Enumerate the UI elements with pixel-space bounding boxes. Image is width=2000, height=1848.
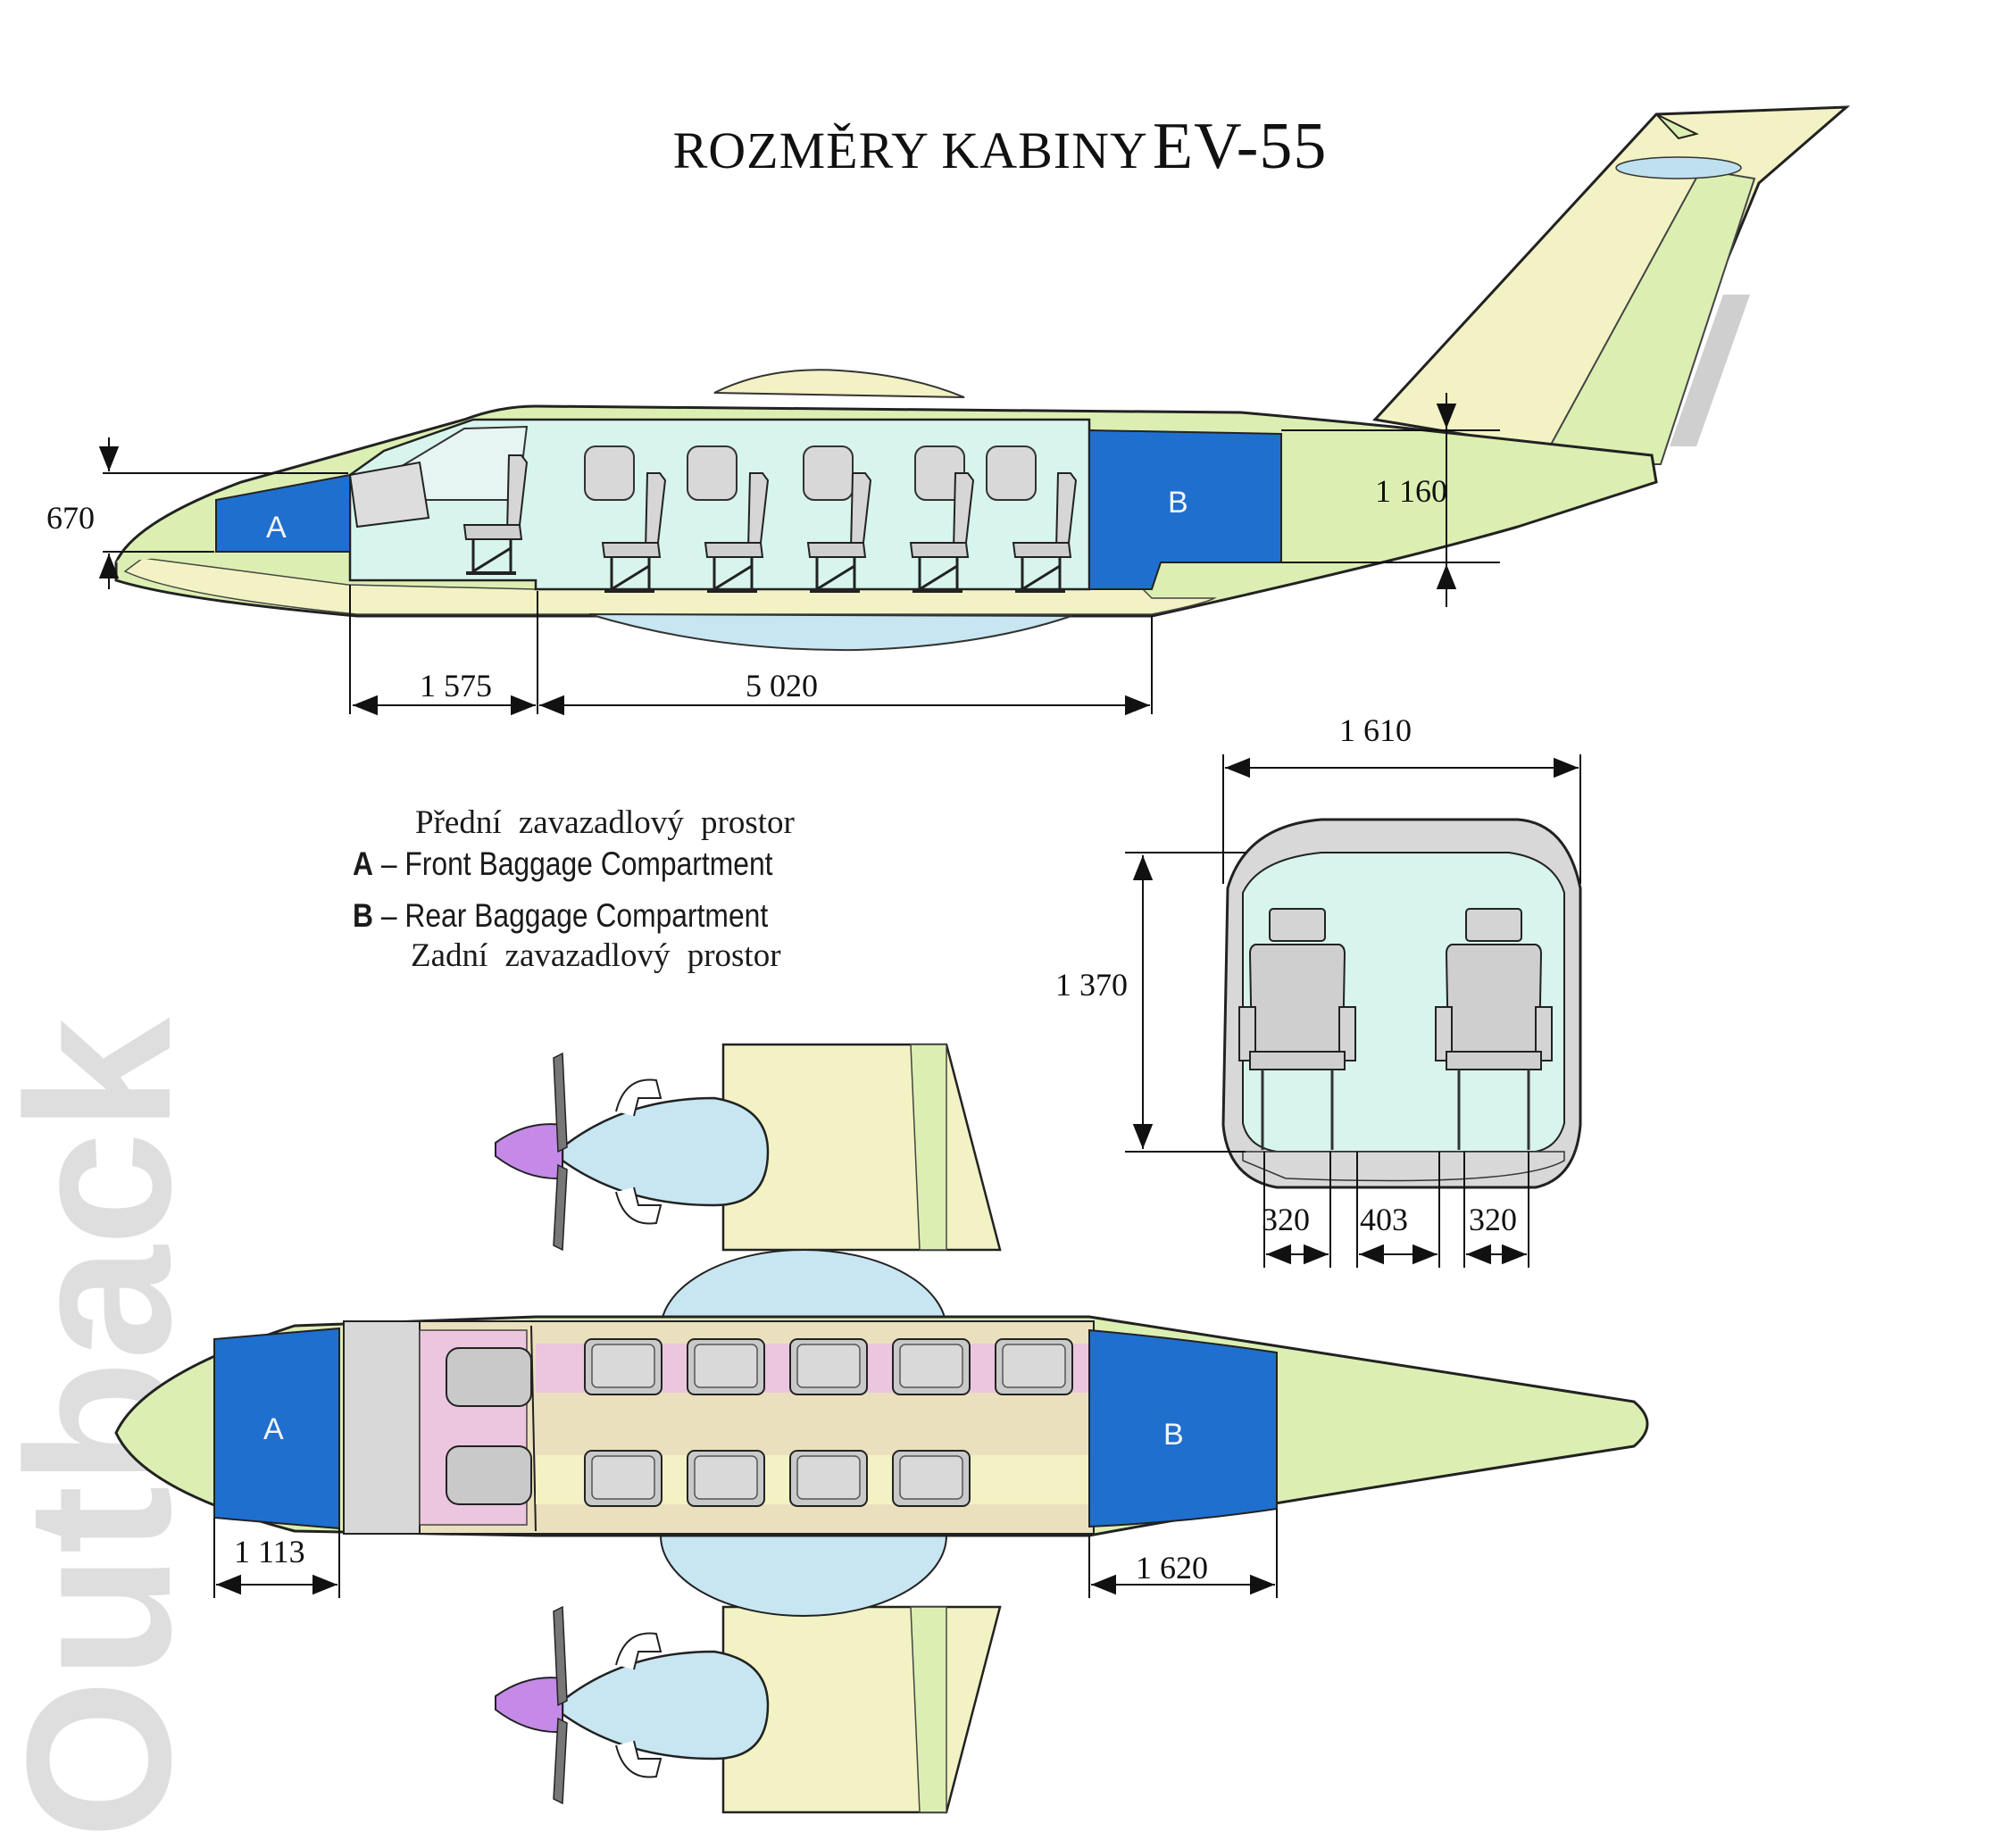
dim-seat-left: 320 <box>1262 1202 1310 1237</box>
legend-rear-en: B – Rear Baggage Compartment <box>353 897 769 934</box>
dimension-labels: 670 1 160 1 575 5 020 1 610 1 370 320 40… <box>46 473 1517 1586</box>
title-part1: ROZMĚRY KABINY <box>672 121 1148 179</box>
dim-section-height: 1 370 <box>1055 967 1128 1003</box>
title-part2: EV-55 <box>1152 110 1328 183</box>
legend-rear-cz: Zadní zavazadlový prostor <box>411 937 781 974</box>
cross-section-view <box>1221 818 1582 1189</box>
compartment-legend: Přední zavazadlový prostor A – Front Bag… <box>353 803 841 975</box>
legend-front-en: A – Front Baggage Compartment <box>353 845 773 882</box>
svg-text:B: B <box>1163 1418 1184 1452</box>
dim-seat-right: 320 <box>1469 1202 1517 1237</box>
side-windows <box>584 445 1037 501</box>
dimension-lines <box>98 393 1581 1598</box>
top-view: A B <box>114 1043 1649 1814</box>
svg-text:B: B <box>1168 486 1188 520</box>
legend-front-cz: Přední zavazadlový prostor <box>415 804 795 841</box>
dim-section-width: 1 610 <box>1339 712 1412 748</box>
svg-text:A: A <box>266 511 287 545</box>
dim-nose-height: 670 <box>46 500 95 536</box>
dim-tail-height: 1 160 <box>1375 473 1447 509</box>
page-title: ROZMĚRY KABINY EV-55 <box>0 109 2000 185</box>
side-view: A B <box>114 105 1851 652</box>
dim-front-baggage: 1 113 <box>234 1534 305 1569</box>
svg-text:A: A <box>263 1412 284 1446</box>
dim-rear-baggage: 1 620 <box>1136 1550 1208 1586</box>
dim-cabin-length: 5 020 <box>746 668 818 703</box>
dim-cockpit-length: 1 575 <box>420 668 492 703</box>
pilot-seats-top <box>446 1347 532 1505</box>
dim-aisle: 403 <box>1360 1202 1408 1237</box>
